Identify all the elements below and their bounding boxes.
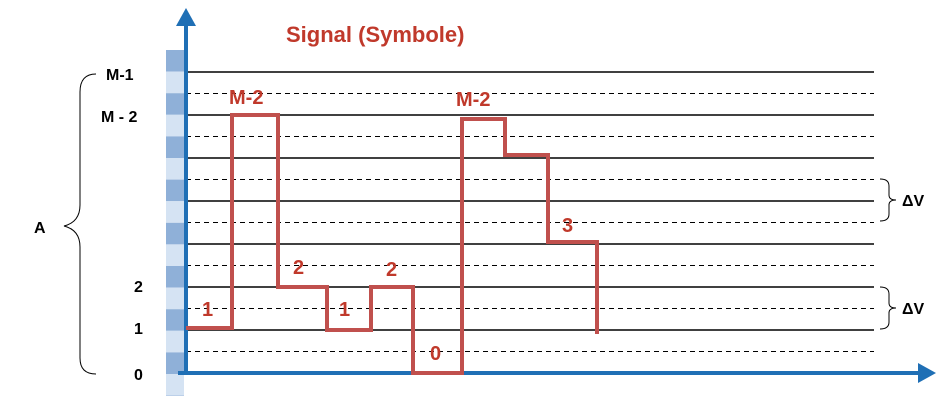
diagram-title: Signal (Symbole) [286,22,464,47]
band-stripe [166,158,184,180]
symbol-label-m2a: M-2 [229,87,263,109]
band-stripe [166,114,184,137]
y-label-1: 1 [134,321,143,338]
symbol-label-0: 0 [430,343,441,365]
delta-v-label-lower: ΔV [902,301,925,318]
signal-line [186,113,599,375]
delta-brace-upper [879,178,897,222]
band-stripe [166,71,184,94]
symbol-label-2a: 2 [293,257,304,279]
band-stripe [166,179,184,202]
delta-v-label-upper: ΔV [902,193,925,210]
band-stripe [166,266,184,288]
axes [176,8,936,383]
symbol-label-m2b: M-2 [456,89,490,111]
band-stripe [166,374,184,396]
band-stripe [166,136,184,158]
x-axis-arrow [918,363,936,383]
band-stripe [166,352,184,374]
band-stripe [166,222,184,245]
band-stripe [166,244,184,266]
symbol-label-1b: 1 [339,299,350,321]
y-label-m-2: M - 2 [101,109,138,126]
band-stripe [166,201,184,223]
delta-brace-lower [879,286,897,330]
symbol-label-3: 3 [562,215,573,237]
band-stripe [166,287,184,310]
band-stripe [166,309,184,331]
level-lines [186,71,874,352]
amplitude-brace [63,73,97,375]
amplitude-label: A [34,220,46,237]
symbol-label-2b: 2 [386,259,397,281]
y-label-2: 2 [134,279,143,296]
band-stripe [166,93,184,115]
y-label-m-1: M-1 [106,67,134,84]
level-band [166,50,184,396]
y-axis-arrow [176,8,196,26]
band-stripe [166,50,184,72]
y-label-0: 0 [134,367,143,384]
symbol-label-1a: 1 [202,299,213,321]
band-stripe [166,330,184,353]
